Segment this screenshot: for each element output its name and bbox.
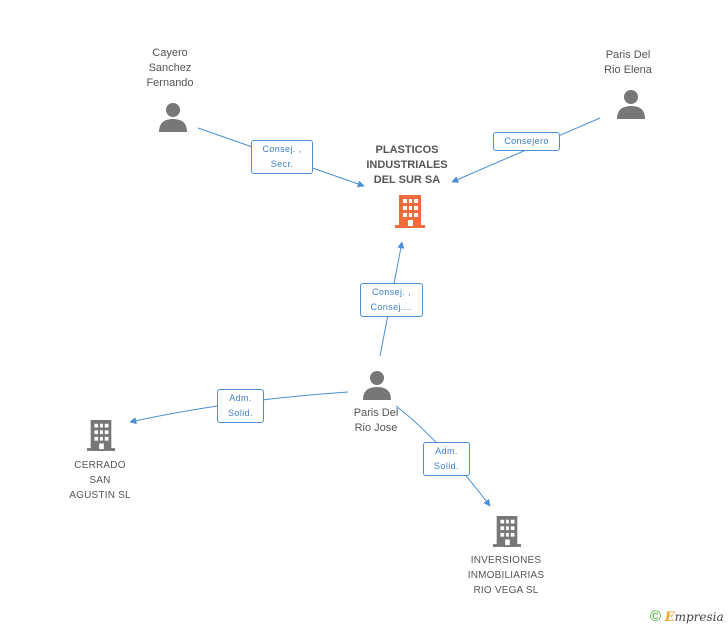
node-label-inversiones: INVERSIONES INMOBILIARIAS RIO VEGA SL	[467, 555, 545, 596]
building-icon[interactable]	[492, 514, 522, 548]
node-label-cayero: Cayero Sanchez Fernando	[146, 47, 194, 89]
building-icon[interactable]	[394, 194, 426, 228]
person-icon[interactable]	[362, 370, 392, 400]
edge-label-cayero-plasticos[interactable]: Consej. , Secr.	[251, 140, 313, 174]
empresia-logo[interactable]: © Empresia	[650, 608, 724, 625]
brand-name: mpresia	[674, 610, 724, 624]
copyright-icon: ©	[650, 608, 662, 625]
building-icon[interactable]	[86, 418, 116, 452]
node-label-cerrado: CERRADO SAN AGUSTIN SL	[69, 460, 131, 501]
node-label-plasticos: PLASTICOS INDUSTRIALES DEL SUR SA	[366, 144, 448, 186]
edge-label-jose-plasticos[interactable]: Consej. , Consej....	[360, 283, 423, 317]
person-icon[interactable]	[616, 89, 646, 119]
node-label-paris-jose: Paris Del Rio Jose	[353, 407, 399, 434]
edge-label-jose-cerrado[interactable]: Adm. Solid.	[217, 389, 264, 423]
person-icon[interactable]	[158, 102, 188, 132]
node-label-paris-elena: Paris Del Rio Elena	[604, 49, 652, 76]
edge-label-elena-plasticos[interactable]: Consejero	[493, 132, 560, 151]
brand-initial: E	[664, 610, 675, 625]
edge-label-jose-inversiones[interactable]: Adm. Solid.	[423, 442, 470, 476]
